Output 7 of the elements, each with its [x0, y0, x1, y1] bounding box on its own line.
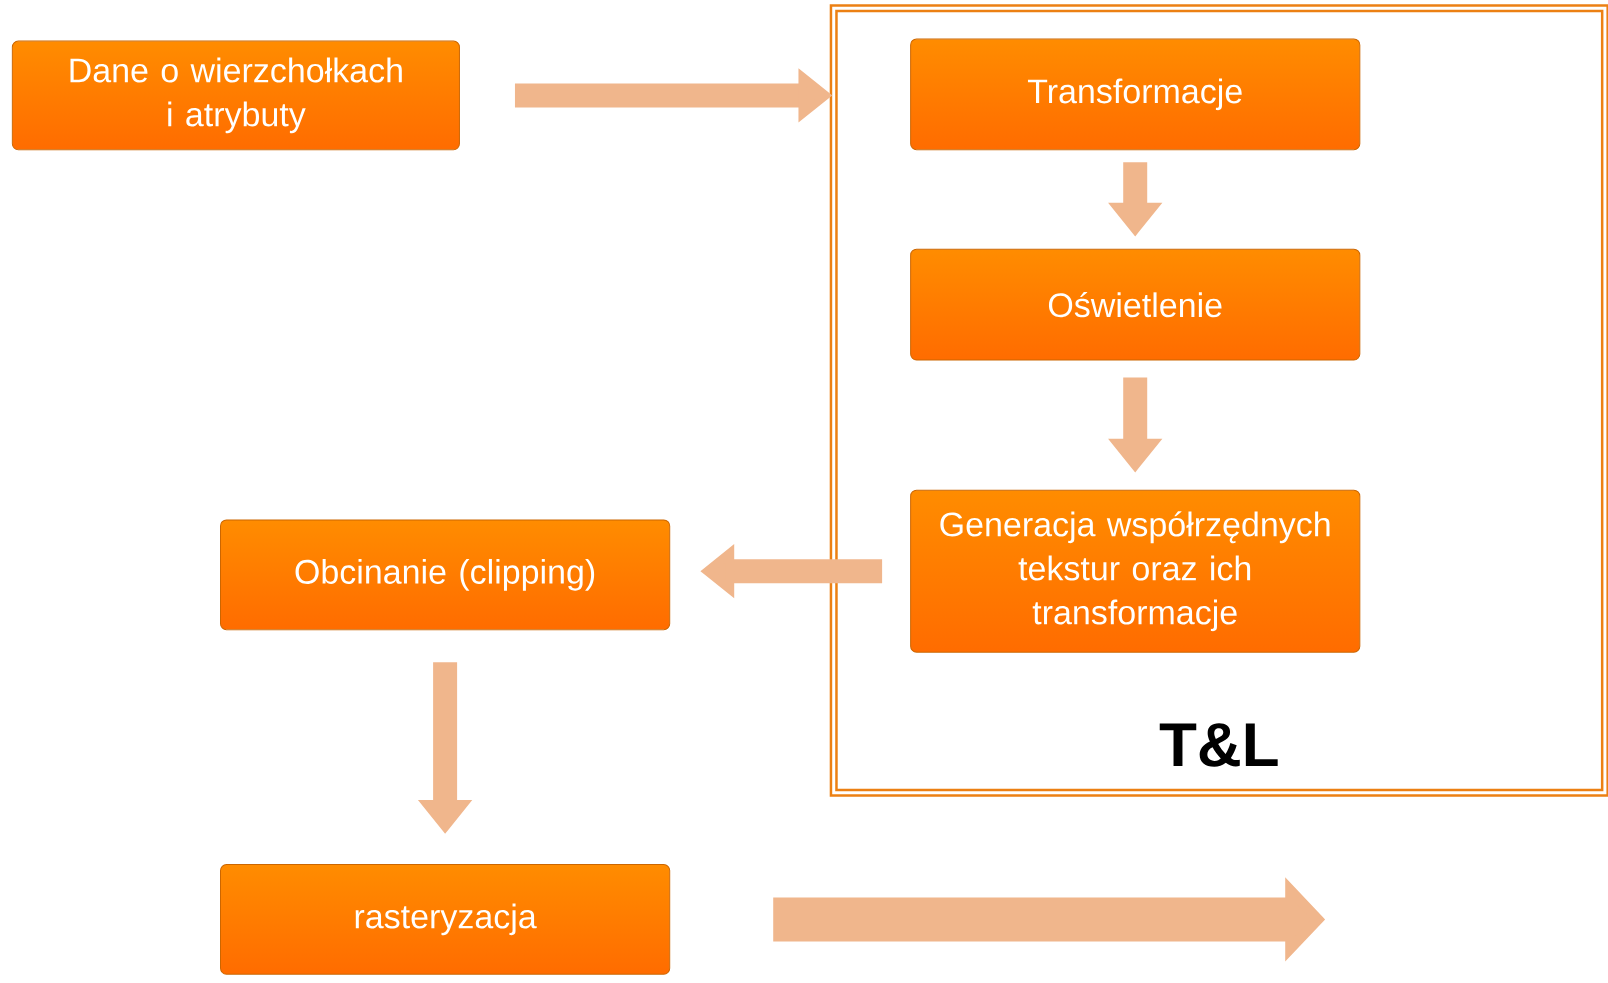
process-box: Dane o wierzchołkach i atrybuty: [11, 40, 460, 151]
process-box: rasteryzacja: [220, 864, 671, 975]
process-box: Oświetlenie: [910, 248, 1361, 361]
process-box: Generacja współrzędnych tekstur oraz ich transformacje: [910, 489, 1361, 653]
process-box: Obcinanie (clipping): [220, 519, 671, 631]
process-box: Transformacje: [910, 38, 1361, 151]
frame-heading: T&L: [1159, 723, 1278, 767]
